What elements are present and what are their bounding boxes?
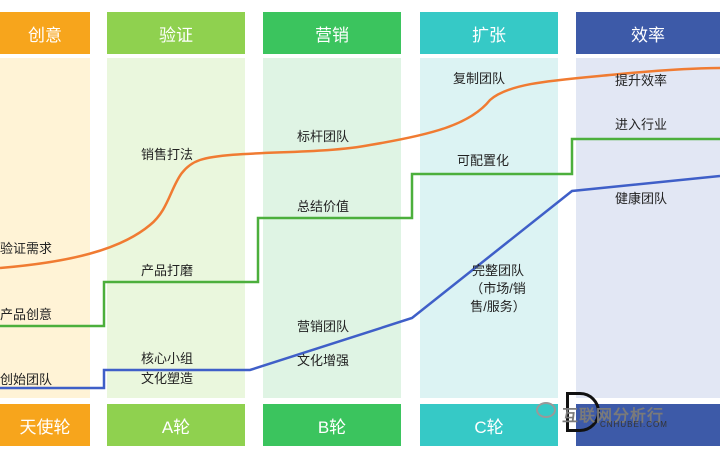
label-complete-team: 完整团队 （市场/销 售/服务） bbox=[462, 262, 534, 316]
stage-bg-1 bbox=[0, 58, 90, 398]
chat-bubble-icon bbox=[536, 402, 556, 418]
stage-bg-2 bbox=[107, 58, 245, 398]
label-verify-need: 验证需求 bbox=[0, 241, 53, 256]
stage-footer-angel: 天使轮 bbox=[0, 404, 90, 446]
stage-footer-b: B轮 bbox=[263, 404, 401, 446]
label-summarize-value: 总结价值 bbox=[297, 199, 350, 214]
label-culture-boost: 文化增强 bbox=[297, 353, 350, 368]
label-product-idea: 产品创意 bbox=[0, 307, 53, 322]
label-complete-team-line1: 完整团队 bbox=[471, 263, 524, 278]
label-benchmark-team: 标杆团队 bbox=[297, 129, 350, 144]
label-sales-method: 销售打法 bbox=[141, 147, 194, 162]
label-improve-efficiency: 提升效率 bbox=[615, 73, 668, 88]
label-copy-team: 复制团队 bbox=[453, 71, 506, 86]
stage-footer-a: A轮 bbox=[107, 404, 245, 446]
stage-header-marketing: 营销 bbox=[263, 12, 401, 54]
label-complete-team-line2: （市场/销 bbox=[470, 281, 526, 296]
watermark: 互联网分析行 CNHUBEI.COM bbox=[536, 388, 720, 442]
watermark-sub: CNHUBEI.COM bbox=[600, 420, 668, 429]
label-marketing-team: 营销团队 bbox=[297, 319, 350, 334]
label-core-group: 核心小组 bbox=[141, 351, 194, 366]
stage-header-efficiency: 效率 bbox=[576, 12, 720, 54]
label-complete-team-line3: 售/服务） bbox=[470, 299, 526, 314]
label-configurable: 可配置化 bbox=[457, 153, 510, 168]
stage-header-expand: 扩张 bbox=[420, 12, 558, 54]
stage-header-idea: 创意 bbox=[0, 12, 90, 54]
logo-d-icon bbox=[566, 392, 600, 432]
label-founding-team: 创始团队 bbox=[0, 372, 53, 387]
watermark-brand: 互联网分析行 bbox=[562, 408, 665, 425]
label-culture-build: 文化塑造 bbox=[141, 371, 194, 386]
label-product-polish: 产品打磨 bbox=[141, 263, 194, 278]
label-enter-industry: 进入行业 bbox=[615, 117, 668, 132]
stage-bg-3 bbox=[263, 58, 401, 398]
label-healthy-team: 健康团队 bbox=[615, 191, 668, 206]
stage-header-verify: 验证 bbox=[107, 12, 245, 54]
stage-bg-4 bbox=[420, 58, 558, 398]
stage-footer-c: C轮 bbox=[420, 404, 558, 446]
stage-bg-5 bbox=[576, 58, 720, 398]
stage-footer-d bbox=[576, 404, 720, 446]
